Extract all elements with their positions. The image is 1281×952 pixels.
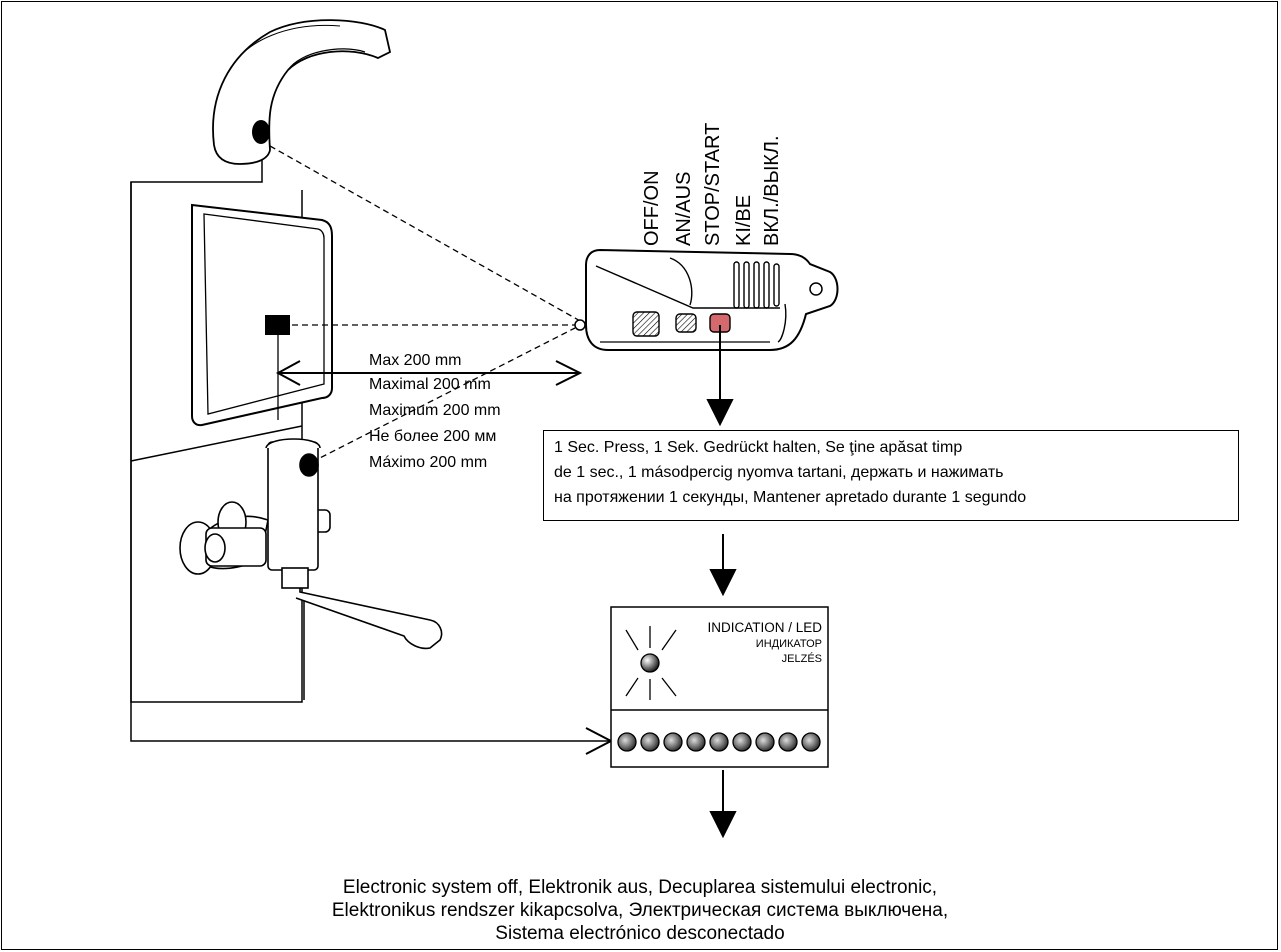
terminal-3 [686,732,706,752]
remote-control [574,248,839,351]
terminal-2 [663,732,683,752]
sensor-range-lines [269,145,583,463]
terminal-5 [732,732,752,752]
terminal-4 [709,732,729,752]
terminal-7 [778,732,798,752]
distance-label-2: Maximum 200 mm [369,402,501,419]
instruction-box: 1 Sec. Press, 1 Sek. Gedrückt halten, Se… [543,430,1239,521]
instruction-line-0: 1 Sec. Press, 1 Sek. Gedrückt halten, Se… [554,439,963,456]
distance-label-1: Maximal 200 mm [369,376,491,393]
distance-label-0: Max 200 mm [369,352,462,369]
instruction-line-1: de 1 sec., 1 másodpercig nyomva tartani,… [554,464,1004,481]
remote-label-1: AN/AUS [673,171,695,246]
flow-arrows [585,325,737,839]
led-panel [610,606,829,768]
remote-label-3: KI/BE [733,194,755,246]
result-text: Electronic system off, Elektronik aus, D… [240,876,1040,945]
terminal-block [617,732,821,752]
result-line-1: Elektronikus rendszer kikapcsolva, Элект… [331,900,949,921]
distance-label-4: Máximo 200 mm [369,454,488,471]
faucet-sensor-top [212,19,392,165]
remote-label-4: ВКЛ./ВЫКЛ. [761,135,783,246]
distance-arrow [275,360,583,386]
led-panel-subtitle-2: JELZÉS [781,653,822,665]
electronic-box [191,203,333,427]
remote-label-2: STOP/START [702,122,724,246]
terminal-0 [617,732,637,752]
led-panel-subtitle-1: ИНДИКАТОР [755,638,822,650]
terminal-6 [755,732,775,752]
instruction-line-2: на протяжении 1 секунды, Mantener apreta… [554,489,1027,506]
led-indicator-icon [640,653,660,673]
result-line-0: Electronic system off, Elektronik aus, D… [342,877,938,898]
led-panel-title: INDICATION / LED [707,620,822,635]
terminal-8 [801,732,821,752]
terminal-1 [640,732,660,752]
wall-faucet [179,438,443,650]
distance-label-3: Не более 200 мм [369,428,497,445]
remote-label-0: OFF/ON [641,170,663,246]
result-line-2: Sistema electrónico desconectado [495,923,785,944]
led-light-rays-icon [625,626,677,700]
